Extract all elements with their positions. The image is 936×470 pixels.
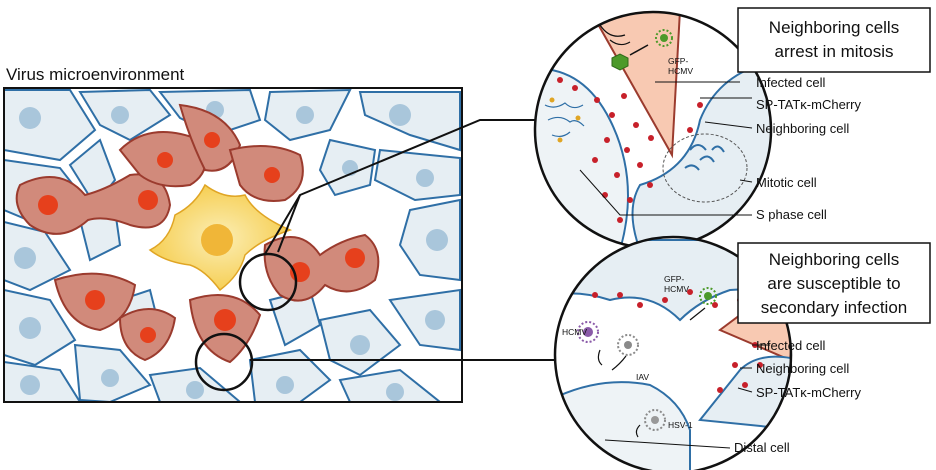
diagram-title: Virus microenvironment: [6, 65, 185, 84]
bottom-virus-label-2: HCMV: [664, 284, 689, 294]
bottom-label-infected-cell: Infected cell: [756, 338, 825, 353]
zoom-circle-top: [238, 252, 298, 312]
bottom-label-reporter: SP-TATκ-mCherry: [756, 385, 861, 400]
top-virus-label-2: HCMV: [668, 66, 693, 76]
microenvironment-frame: [3, 87, 463, 403]
top-zoom-panel: Neighboring cells arrest in mitosis GFP-…: [533, 7, 931, 250]
neighboring-cells: [15, 103, 380, 364]
top-label-mitotic-cell: Mitotic cell: [756, 175, 817, 190]
iav-label: IAV: [636, 372, 649, 382]
hcmv-virus: [577, 321, 599, 343]
bottom-heading-line1: Neighboring cells: [769, 250, 899, 269]
top-label-neighboring-cell: Neighboring cell: [756, 121, 849, 136]
iav-virus: [617, 334, 639, 356]
bottom-heading-box: [737, 242, 931, 324]
bottom-heading-line3: secondary infection: [761, 298, 907, 317]
zoom-connectors: [250, 119, 555, 361]
hcmv-label: HCMV: [562, 327, 587, 337]
top-heading-box: [737, 7, 931, 73]
cell-microenvironment: [4, 88, 462, 402]
hsv1-label: HSV-1: [668, 420, 693, 430]
top-heading-line2: arrest in mitosis: [774, 42, 893, 61]
top-label-s-phase-cell: S phase cell: [756, 207, 827, 222]
bottom-virus-label-1: GFP-: [664, 274, 684, 284]
infected-nucleus: [201, 224, 233, 256]
top-virus-label-1: GFP-: [668, 56, 688, 66]
top-heading-line1: Neighboring cells: [769, 18, 899, 37]
bottom-label-neighboring-cell: Neighboring cell: [756, 361, 849, 376]
gfp-hcmv-virus: [655, 29, 673, 47]
bottom-heading-line2: are susceptible to: [767, 274, 900, 293]
top-label-reporter: SP-TATκ-mCherry: [756, 97, 861, 112]
bottom-zoom-panel: Neighboring cells are susceptible to sec…: [553, 235, 931, 470]
gfp-hcmv-virus-2: [699, 287, 717, 305]
top-label-infected-cell: Infected cell: [756, 75, 825, 90]
bottom-leader-lines: [604, 344, 770, 449]
hsv1-virus: [644, 409, 666, 431]
zoom-circle-bottom: [194, 332, 254, 392]
bottom-label-distal-cell: Distal cell: [734, 440, 790, 455]
top-leader-lines: [579, 81, 753, 216]
